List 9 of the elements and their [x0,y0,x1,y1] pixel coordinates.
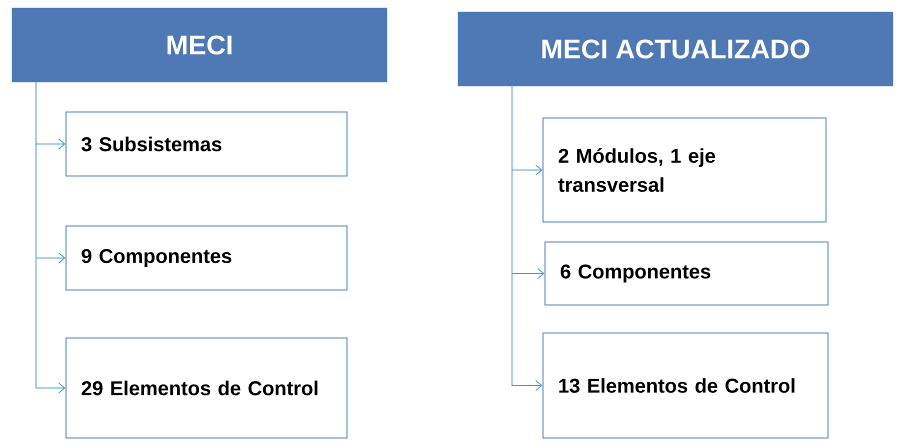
text-box: 9 Componentes [66,226,348,290]
text-box: 13 Elementos de Control [542,332,828,438]
header-box: MECI ACTUALIZADO [458,12,894,86]
text-box: 6 Componentes [544,242,828,306]
text-box: 29 Elementos de Control [66,338,348,438]
header-box: MECI [12,8,388,82]
arrow [512,86,542,391]
text-box: 2 Módulos, 1 eje transversal [542,118,826,222]
text-box: 3 Subsistemas [66,112,348,176]
